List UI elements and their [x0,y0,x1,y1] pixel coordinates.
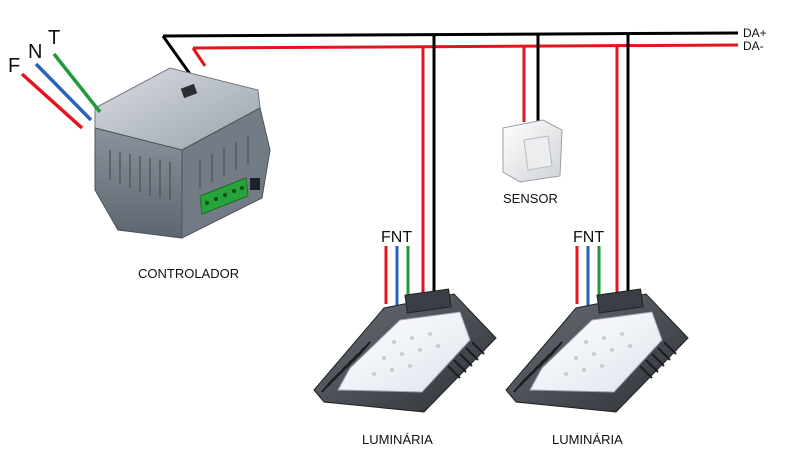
luminaire-1 [313,288,497,413]
sensor-device [502,119,563,183]
luminaire-2-leds [564,332,632,376]
mains-t-label: T [48,27,60,49]
luminaire-2-driver-box [596,288,644,314]
luminaire-2-heatsink-fins [513,341,677,393]
mains-n-label: N [28,41,42,63]
sensor-lens [523,135,553,171]
luminaire-1-driver-box [404,288,452,314]
da-plus-bus-line [162,31,739,38]
controller-front [94,127,183,239]
da-minus-label: DA- [743,39,764,53]
luminaire-1-lens [337,311,471,393]
controller-label: CONTROLADOR [138,266,239,281]
luminaire-2-fnt-label: FNT [573,229,604,246]
controller-terminal-screws [205,186,244,205]
luminaire-2-lens [529,311,663,393]
sensor-label: SENSOR [503,191,558,206]
controller-network-port [250,178,260,190]
controller-da-plus-wire [161,35,192,75]
da-plus-label: DA+ [743,26,767,40]
dali-bus [161,31,739,75]
controller-device [94,67,271,239]
luminaire-1-leds [372,332,440,376]
mains-f-label: F [8,55,20,77]
da-minus-bus-line [192,43,739,50]
controller-status-window [180,83,198,99]
luminaire-2-wiring [575,34,630,306]
mains-neutral-wire [34,62,93,122]
mains-feed [20,52,102,130]
controller-vents [109,136,249,200]
sensor-wiring [522,34,540,122]
luminaire-1-wiring [384,34,436,306]
controller-da-minus-wire [191,47,207,67]
luminaire-2 [505,288,689,413]
mains-phase-wire [20,72,84,130]
luminaire-1-label: LUMINÁRIA [362,432,433,447]
luminaire-1-fnt-label: FNT [381,229,412,246]
luminaire-1-heatsink-fins [321,341,485,393]
luminaire-2-label: LUMINÁRIA [552,432,623,447]
mains-ground-wire [52,52,102,114]
